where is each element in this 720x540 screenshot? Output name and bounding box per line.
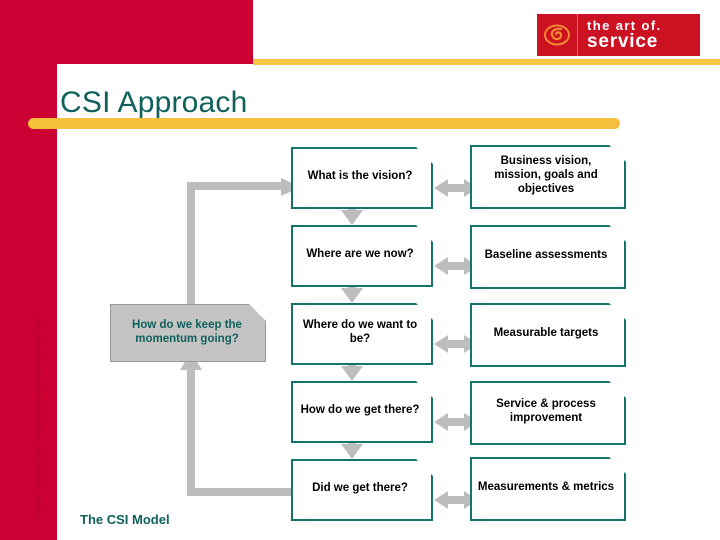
question-box-5-label: Did we get there? bbox=[312, 482, 408, 494]
answer-box-5[interactable]: Measurements & metrics bbox=[470, 457, 622, 517]
momentum-box-label: How do we keep the momentum going? bbox=[132, 319, 242, 345]
page-title: CSI Approach bbox=[60, 86, 248, 119]
answer-box-1-label: Business vision, mission, goals and obje… bbox=[494, 155, 598, 195]
brand-logo: the art of. service bbox=[537, 14, 700, 56]
box-shape bbox=[291, 147, 433, 209]
question-box-1[interactable]: What is the vision? bbox=[291, 147, 429, 205]
box-shape bbox=[110, 304, 266, 362]
copyright-notice: © Osiar Copyright 2007 Reproduced under … bbox=[35, 315, 43, 519]
diagram-caption: The CSI Model bbox=[80, 512, 170, 527]
box-shape bbox=[291, 303, 433, 365]
logo-line-2: service bbox=[587, 31, 659, 52]
question-box-5[interactable]: Did we get there? bbox=[291, 459, 429, 517]
box-shape bbox=[470, 303, 626, 367]
yellow-title-underline bbox=[28, 118, 620, 129]
answer-box-3-label: Measurable targets bbox=[493, 327, 599, 339]
answer-box-4-label: Service & process improvement bbox=[496, 398, 596, 424]
answer-box-3[interactable]: Measurable targets bbox=[470, 303, 622, 363]
yellow-top-strip bbox=[253, 59, 720, 65]
box-shape bbox=[291, 225, 433, 287]
red-header-block bbox=[0, 0, 253, 64]
swirl-icon bbox=[537, 14, 578, 56]
box-shape bbox=[291, 381, 433, 443]
answer-box-4[interactable]: Service & process improvement bbox=[470, 381, 622, 441]
question-box-4[interactable]: How do we get there? bbox=[291, 381, 429, 439]
answer-box-1[interactable]: Business vision, mission, goals and obje… bbox=[470, 145, 622, 205]
box-shape bbox=[470, 225, 626, 289]
question-box-3[interactable]: Where do we want to be? bbox=[291, 303, 429, 361]
box-shape bbox=[470, 145, 626, 209]
logo-line-1: the art of. bbox=[587, 18, 662, 33]
momentum-box[interactable]: How do we keep the momentum going? bbox=[110, 304, 264, 360]
question-box-1-label: What is the vision? bbox=[307, 170, 413, 182]
answer-box-2-label: Baseline assessments bbox=[484, 249, 608, 261]
question-box-2[interactable]: Where are we now? bbox=[291, 225, 429, 283]
question-box-2-label: Where are we now? bbox=[306, 248, 414, 260]
box-shape bbox=[470, 457, 626, 521]
question-box-4-label: How do we get there? bbox=[300, 404, 420, 416]
answer-box-5-label: Measurements & metrics bbox=[477, 481, 615, 493]
answer-box-2[interactable]: Baseline assessments bbox=[470, 225, 622, 285]
question-box-3-label: Where do we want to be? bbox=[302, 319, 418, 345]
red-sidebar bbox=[0, 64, 57, 540]
logo-wordmark: the art of. service bbox=[578, 19, 700, 51]
box-shape bbox=[291, 459, 433, 521]
box-shape bbox=[470, 381, 626, 445]
